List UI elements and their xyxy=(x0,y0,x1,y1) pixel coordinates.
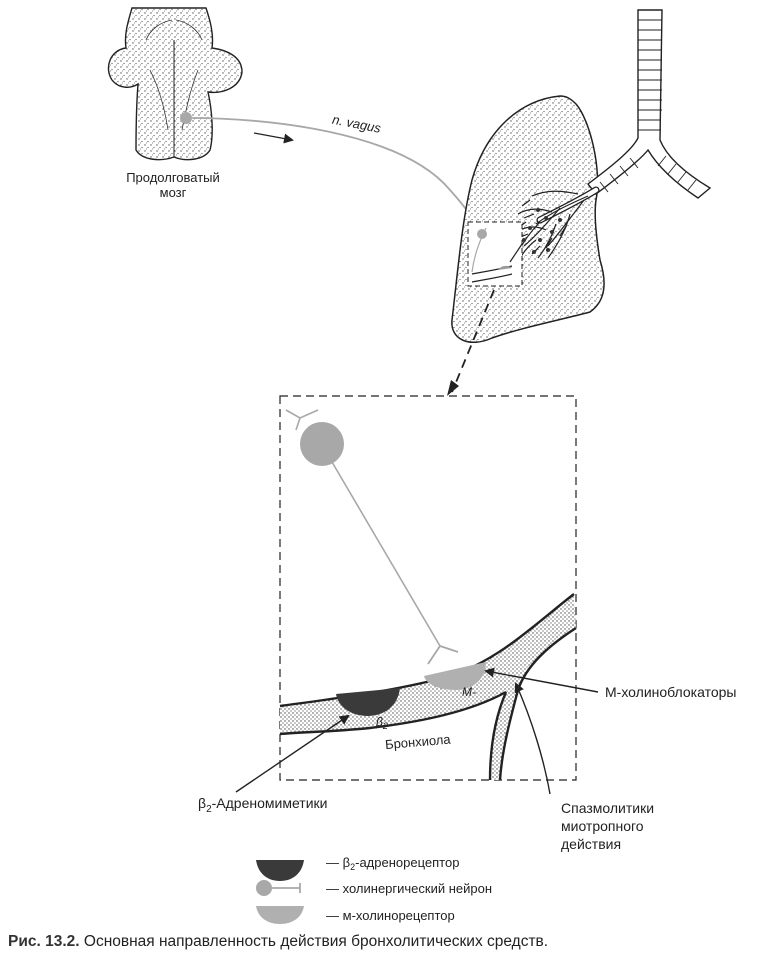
legend-symbol-m-receptor xyxy=(256,906,304,924)
neuron-terminal xyxy=(427,644,459,665)
spasmolytics-label-line1: Спазмолитики xyxy=(561,800,654,816)
neuron-soma xyxy=(300,422,344,466)
legend-item-m-receptor: — м-холинорецептор xyxy=(326,908,455,923)
bronchiole xyxy=(279,593,577,781)
vagus-label: n. vagus xyxy=(331,112,383,136)
neuron-axon xyxy=(331,461,441,647)
beta2-agonists-arrow xyxy=(235,714,350,793)
m-blockers-label: М-холиноблокаторы xyxy=(605,684,736,700)
legend-symbol-neuron xyxy=(256,880,301,896)
zoom-arrow-head xyxy=(447,380,459,396)
beta2-adrenoreceptor xyxy=(336,688,400,716)
lung xyxy=(451,95,605,343)
m-blockers-arrow xyxy=(484,667,599,693)
m-cholinoreceptor xyxy=(424,662,486,690)
bronchiole-beta-mark: β2 xyxy=(375,715,388,731)
lung-inset-frame xyxy=(467,221,523,287)
enlarged-frame xyxy=(279,395,577,781)
bronchiole-label: Бронхиола xyxy=(384,731,452,752)
beta2-agonists-label: β2-Адреномиметики xyxy=(198,795,327,815)
medulla-label-line2: мозг xyxy=(160,185,187,200)
vagus-direction-arrow xyxy=(253,132,294,144)
spasmolytics-arrow xyxy=(514,682,551,795)
spasmolytics-label-line3: действия xyxy=(561,836,621,852)
zoom-dashed-arrow xyxy=(451,289,495,393)
legend-item-beta2: — β2-адренорецептор xyxy=(326,855,459,872)
bronchiole-m-mark: М- xyxy=(462,685,476,699)
bronchial-tree-shading xyxy=(522,208,562,254)
medulla-label-line1: Продолговатый xyxy=(126,170,220,185)
cholinergic-neuron xyxy=(285,409,459,665)
vagus-nerve-fiber xyxy=(191,117,481,233)
medulla-nucleus-dot xyxy=(180,112,192,124)
caption-text: Основная направленность действия бронхол… xyxy=(79,933,549,950)
legend-item-neuron: — холинергический нейрон xyxy=(326,881,492,896)
legend: — β2-адренорецептор — холинергический не… xyxy=(256,855,492,924)
legend-symbol-beta2 xyxy=(256,860,304,881)
caption-label: Рис. 13.2. xyxy=(8,933,80,950)
figure-caption: Рис. 13.2. Основная направленность дейст… xyxy=(8,933,758,951)
spasmolytics-label-line2: миотропного xyxy=(561,818,644,834)
medulla-oblongata xyxy=(107,7,243,161)
